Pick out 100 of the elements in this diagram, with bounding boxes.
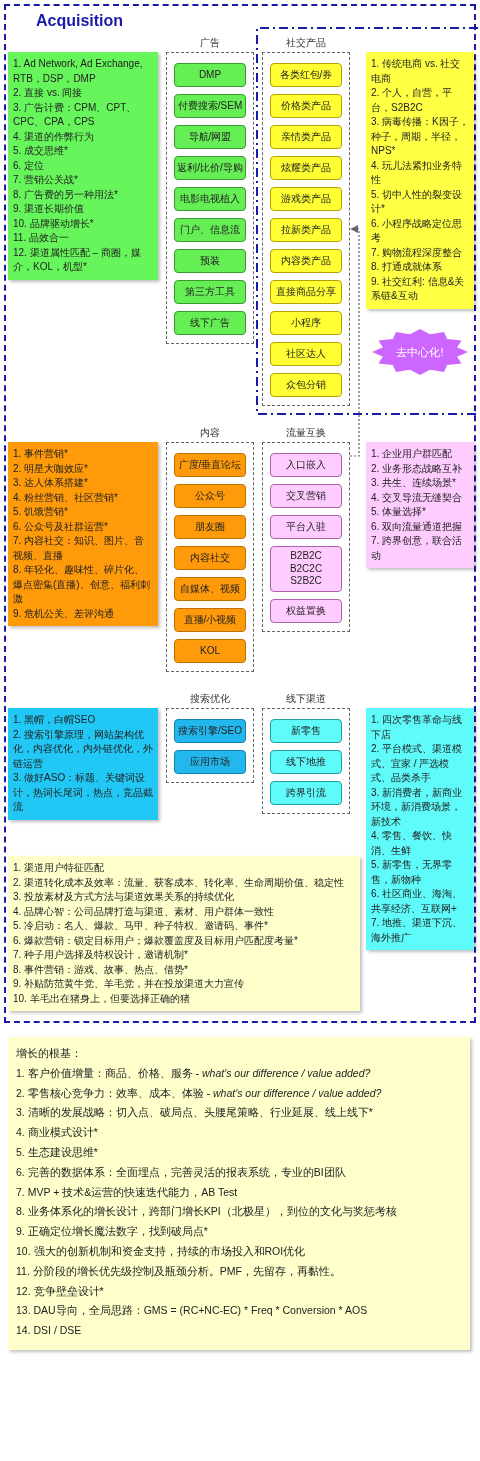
channel-box: 朋友圈 <box>174 515 246 539</box>
list-item: 11. 品效合一 <box>13 231 70 245</box>
list-item: 3. 新消费者，新商业环境，新消费场景，新技术 <box>371 785 464 829</box>
list-item: 7. 种子用户选择及特权设计，邀请机制* <box>13 948 189 962</box>
list-item: 6. 完善的数据体系：全面埋点，完善灵活的报表系统，专业的BI团队 <box>16 1164 347 1180</box>
group-heading: 内容 <box>199 426 221 440</box>
channel-box: 亲情类产品 <box>270 125 342 149</box>
channel-box: 各类红包/券 <box>270 63 342 87</box>
channel-box: 小程序 <box>270 311 342 335</box>
list-item: 5. 饥饿营销* <box>13 505 69 519</box>
channel-box: 炫耀类产品 <box>270 156 342 180</box>
list-item: 7. 购物流程深度整合 <box>371 245 464 260</box>
channel-box: 门户、信息流 <box>174 218 246 242</box>
group-heading: 社交产品 <box>285 36 327 50</box>
channel-box: 搜索引擎/SEO <box>174 719 246 743</box>
channel-box: 第三方工具 <box>174 280 246 304</box>
list-item: 12. 渠道属性匹配 – 商圈，媒介，KOL，机型* <box>13 245 142 274</box>
list-item: 8. 业务体系化的增长设计，跨部门增长KPI（北极星），到位的文化与奖惩考核 <box>16 1204 398 1220</box>
list-item: 10. 品牌驱动增长* <box>13 216 95 231</box>
list-item: 6. 爆款营销：锁定目标用户；爆款覆盖度及目标用户匹配度考量* <box>13 933 299 948</box>
list-item: 1. 渠道用户特征匹配 <box>13 861 106 875</box>
channel-box: 内容类产品 <box>270 249 342 273</box>
frame-title: Acquisition <box>36 12 124 30</box>
list-item: 9. 补贴防范黄牛党、羊毛党，并在投放渠道大力宣传 <box>13 977 246 991</box>
channel-box: 自媒体、视频 <box>174 577 246 601</box>
list-item: 1. 企业用户群匹配 <box>371 447 454 461</box>
group-heading: 线下渠道 <box>285 692 327 706</box>
channel-box: 返利/比价/导购 <box>174 156 246 180</box>
list-item: 5. 冷启动：名人、爆款、马甲、种子特权、邀请码、事件* <box>13 919 269 933</box>
list-item: 7. 地推、渠道下沉、海外推广 <box>371 916 464 945</box>
list-item: 7. 内容社交：知识、图片、音视频、直播 <box>13 534 146 563</box>
list-item: 1. Ad Network, Ad Exchange, RTB，DSP，DMP <box>13 57 144 86</box>
list-item: 3. 广告计费：CPM、CPT、CPC、CPA，CPS <box>13 100 138 129</box>
group-heading: 搜索优化 <box>189 692 231 706</box>
list-item: 5. 新零售，无界零售，新物种 <box>371 858 454 887</box>
channel-box: KOL <box>174 639 246 663</box>
list-item: 3. 投放素材及方式方法与渠道效果关系的持续优化 <box>13 890 236 904</box>
list-item: 4. 商业模式设计* <box>16 1125 99 1141</box>
list-item: 2. 直接 vs. 间接 <box>13 86 84 100</box>
channel-box: 拉新类产品 <box>270 218 342 242</box>
list-item: 2. 业务形态战略互补 <box>371 461 464 476</box>
list-item: 5. 生态建设思维* <box>16 1145 99 1160</box>
channel-box: 内容社交 <box>174 546 246 570</box>
list-item: 6. 定位 <box>13 158 46 173</box>
list-item: 9. 渠道长期价值 <box>13 202 86 216</box>
list-item: 1. 传统电商 vs. 社交电商 <box>371 57 462 86</box>
dotted-arrow <box>349 225 360 457</box>
channel-box: 入口嵌入 <box>270 453 342 477</box>
list-item: 12. 竞争壁垒设计* <box>16 1283 105 1299</box>
list-item: 7. MVP + 技术&运营的快速迭代能力，AB Test <box>16 1184 239 1200</box>
list-item: 7. 营销公关战* <box>13 173 79 187</box>
list-item: 4. 交叉导流无缝契合 <box>371 490 464 505</box>
channel-box: 应用市场 <box>174 750 246 774</box>
list-item: 2. 个人，自营，平台，S2B2C <box>371 86 454 115</box>
list-item: 6. 小程序战略定位思考 <box>371 216 464 245</box>
list-item: 7. 跨界创意，联合活动 <box>371 534 464 563</box>
list-item: 2. 平台模式、渠道模式、宜家 / 严选模式、品类杀手 <box>371 742 464 785</box>
list-item: 6. 公众号及社群运营* <box>13 519 109 534</box>
list-item: 3. 共生、连续场景* <box>371 476 457 490</box>
note-card <box>8 52 158 280</box>
list-item: 3. 病毒传播：K因子，种子，周期，半径，NPS* <box>371 115 469 158</box>
channel-box: 广度/垂直论坛 <box>174 453 246 477</box>
channel-box: 线下地推 <box>270 750 342 774</box>
channel-box: 价格类产品 <box>270 94 342 118</box>
list-item: 5. 成交思维* <box>13 144 69 158</box>
list-item: 1. 客户价值增量：商品、价格、服务 - what's our difference / value added? <box>16 1065 372 1081</box>
channel-box: B2B2C B2C2C S2B2C <box>270 546 342 592</box>
list-item: 1. 黑帽，白帽SEO <box>13 713 97 727</box>
list-item: 2. 搜索引擎原理，网站架构优化，内容优化，内外链优化，外链运营 <box>13 727 153 771</box>
note-card <box>8 708 158 820</box>
list-item: 4. 品牌心智：公司品牌打造与渠道、素材、用户群体一致性 <box>13 904 276 919</box>
channel-box: 社区达人 <box>270 342 342 366</box>
list-item: 13. DAU导向，全局思路：GMS = (RC+NC-EC) * Freq * Conversion * AOS <box>16 1303 369 1319</box>
note-card <box>8 442 158 626</box>
list-item: 5. 体量选择* <box>371 505 427 519</box>
channel-box: 线下广告 <box>174 311 246 335</box>
list-item: 2. 明星大咖效应* <box>13 461 89 476</box>
channel-box: 直接商品分享 <box>270 280 342 304</box>
channel-box: 公众号 <box>174 484 246 508</box>
group-heading: 广告 <box>199 36 221 50</box>
channel-box: 付费搜索/SEM <box>174 94 246 118</box>
list-item: 3. 达人体系搭建* <box>13 476 89 490</box>
note-card <box>366 442 474 568</box>
list-item: 4. 粉丝营销、社区营销* <box>13 490 119 505</box>
channel-box: DMP <box>174 63 246 87</box>
dashed-frame <box>4 4 476 1023</box>
channel-box: 交叉营销 <box>270 484 342 508</box>
list-item: 4. 零售、餐饮、快消、生鲜 <box>371 829 454 858</box>
list-item: 2. 渠道转化成本及效率：流量、获客成本、转化率、生命周期价值、稳定性 <box>13 875 346 890</box>
list-item: 10. 羊毛出在猪身上，但要选择正确的猪 <box>13 991 191 1006</box>
list-item: 11. 分阶段的增长优先级控制及瓶颈分析。PMF，先留存，再黏性。 <box>16 1263 342 1279</box>
list-item: 8. 打通成就体系 <box>371 260 444 274</box>
list-item: 10. 强大的创新机制和资金支持，持续的市场投入和ROI优化 <box>16 1243 307 1259</box>
note-heading: 增长的根基： <box>16 1046 83 1061</box>
list-item: 8. 事件营销：游戏、故事、热点、借势* <box>13 962 189 977</box>
list-item: 9. 社交红利: 信息&关系链&互动 <box>371 274 466 303</box>
channel-box: 新零售 <box>270 719 342 743</box>
list-item: 3. 清晰的发展战略：切入点、破局点、头腰尾策略、行业延展、线上线下* <box>16 1105 374 1121</box>
list-item: 8. 年轻化、趣味性、碎片化、爆点密集(直播)、创意、福利刺激 <box>13 563 151 606</box>
list-item: 3. 做好ASO：标题、关键词设计，热词长尾词，热点，竞品截流 <box>13 771 153 814</box>
